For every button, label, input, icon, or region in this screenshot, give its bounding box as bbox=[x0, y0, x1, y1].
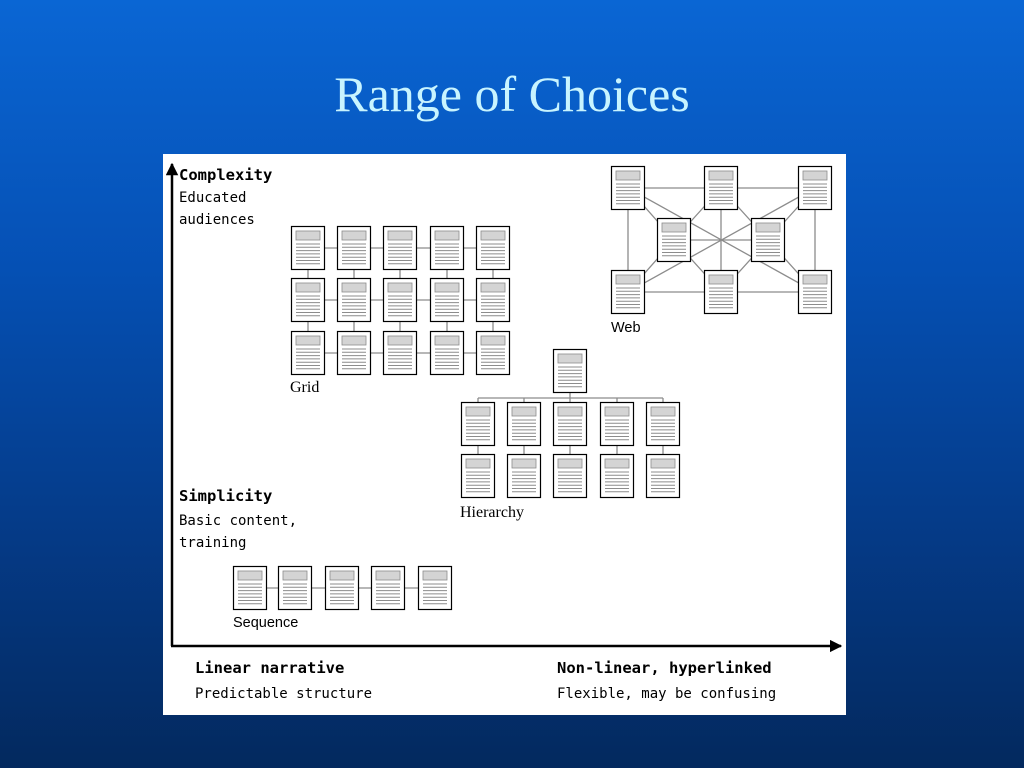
web-connector bbox=[627, 187, 816, 293]
page-header-block bbox=[387, 282, 413, 293]
simplicity-detail-1: Basic content, bbox=[179, 513, 298, 529]
grid-page-icon bbox=[475, 330, 511, 376]
sequence-page-icon bbox=[232, 565, 268, 611]
page-header-block bbox=[480, 335, 506, 346]
grid-page-icon bbox=[290, 330, 326, 376]
page-header-block bbox=[375, 570, 401, 581]
web-page-icon bbox=[656, 217, 692, 263]
hierarchy-page-icon bbox=[645, 401, 681, 447]
grid-page-icon bbox=[382, 330, 418, 376]
web-page-icon bbox=[750, 217, 786, 263]
web-page-icon bbox=[797, 165, 833, 211]
web-label: Web bbox=[611, 320, 641, 336]
non-linear-detail: Flexible, may be confusing bbox=[557, 686, 777, 702]
page-header-block bbox=[465, 458, 491, 469]
web-page-icon bbox=[610, 269, 646, 315]
sequence-page-icon bbox=[417, 565, 453, 611]
page-header-block bbox=[295, 282, 321, 293]
page-header-block bbox=[802, 170, 828, 181]
page-header-block bbox=[604, 406, 630, 417]
page-header-block bbox=[434, 282, 460, 293]
page-header-block bbox=[329, 570, 355, 581]
page-header-block bbox=[295, 230, 321, 241]
complexity-detail-1: Educated bbox=[179, 190, 247, 206]
grid-page-icon bbox=[290, 277, 326, 323]
sequence-page-icon bbox=[277, 565, 313, 611]
page-header-block bbox=[615, 274, 641, 285]
web-page-icon bbox=[703, 165, 739, 211]
page-header-block bbox=[237, 570, 263, 581]
grid-page-icon bbox=[429, 277, 465, 323]
grid-page-icon bbox=[382, 225, 418, 271]
web-page-icon bbox=[610, 165, 646, 211]
page-header-block bbox=[422, 570, 448, 581]
web-page-icon bbox=[797, 269, 833, 315]
hierarchy-page-icon bbox=[552, 453, 588, 499]
hierarchy-page-icon bbox=[552, 401, 588, 447]
hierarchy-page-icon bbox=[599, 453, 635, 499]
sequence-page-icon bbox=[324, 565, 360, 611]
linear-narrative-heading: Linear narrative bbox=[195, 659, 345, 677]
page-header-block bbox=[282, 570, 308, 581]
page-header-block bbox=[387, 230, 413, 241]
grid-page-icon bbox=[475, 225, 511, 271]
connectors bbox=[250, 187, 816, 589]
page-header-block bbox=[708, 274, 734, 285]
grid-page-icon bbox=[429, 330, 465, 376]
page-header-block bbox=[650, 406, 676, 417]
simplicity-heading: Simplicity bbox=[179, 487, 273, 505]
page-header-block bbox=[557, 406, 583, 417]
grid-page-icon bbox=[429, 225, 465, 271]
grid-page-icon bbox=[336, 225, 372, 271]
page-header-block bbox=[341, 230, 367, 241]
page-header-block bbox=[557, 458, 583, 469]
page-header-block bbox=[480, 230, 506, 241]
hierarchy-page-icon bbox=[460, 453, 496, 499]
simplicity-detail-2: training bbox=[179, 535, 247, 551]
grid-label: Grid bbox=[290, 379, 320, 396]
page-header-block bbox=[511, 458, 537, 469]
page-header-block bbox=[434, 335, 460, 346]
grid-page-icon bbox=[290, 225, 326, 271]
hierarchy-label: Hierarchy bbox=[460, 504, 524, 521]
page-header-block bbox=[604, 458, 630, 469]
page-header-block bbox=[755, 222, 781, 233]
sequence-page-icon bbox=[370, 565, 406, 611]
linear-narrative-detail: Predictable structure bbox=[195, 686, 373, 702]
page-header-block bbox=[480, 282, 506, 293]
grid-page-icon bbox=[475, 277, 511, 323]
grid-page-icon bbox=[336, 330, 372, 376]
hierarchy-root-page-icon bbox=[552, 348, 588, 394]
complexity-heading: Complexity bbox=[179, 166, 273, 184]
page-header-block bbox=[802, 274, 828, 285]
page-header-block bbox=[661, 222, 687, 233]
structure-diagram: Complexity Educated audiences Simplicity… bbox=[163, 154, 846, 715]
web-page-icon bbox=[703, 269, 739, 315]
page-header-block bbox=[615, 170, 641, 181]
page-header-block bbox=[341, 335, 367, 346]
hierarchy-page-icon bbox=[460, 401, 496, 447]
page-header-block bbox=[511, 406, 537, 417]
hierarchy-page-icon bbox=[506, 401, 542, 447]
page-header-block bbox=[387, 335, 413, 346]
hierarchy-page-icon bbox=[506, 453, 542, 499]
page-header-block bbox=[434, 230, 460, 241]
hierarchy-page-icon bbox=[645, 453, 681, 499]
grid-page-icon bbox=[382, 277, 418, 323]
grid-page-icon bbox=[336, 277, 372, 323]
sequence-label: Sequence bbox=[233, 615, 299, 631]
pages bbox=[232, 165, 833, 611]
slide-title: Range of Choices bbox=[334, 66, 690, 122]
diagram-canvas bbox=[165, 162, 843, 653]
page-header-block bbox=[341, 282, 367, 293]
complexity-detail-2: audiences bbox=[179, 212, 255, 228]
page-header-block bbox=[557, 353, 583, 364]
hierarchy-page-icon bbox=[599, 401, 635, 447]
page-header-block bbox=[465, 406, 491, 417]
non-linear-heading: Non-linear, hyperlinked bbox=[557, 659, 772, 677]
page-header-block bbox=[708, 170, 734, 181]
page-header-block bbox=[650, 458, 676, 469]
page-header-block bbox=[295, 335, 321, 346]
